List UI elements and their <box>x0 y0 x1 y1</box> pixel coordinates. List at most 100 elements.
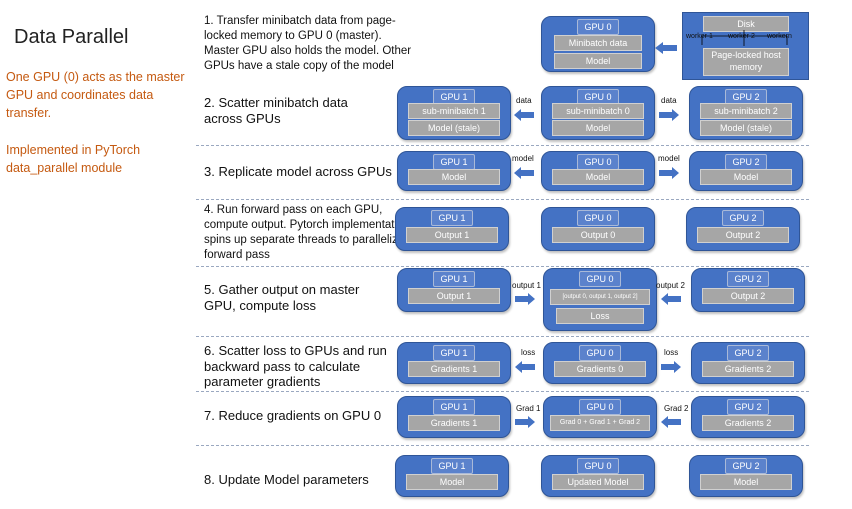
gpu2-box: GPU 2 Gradients 2 <box>691 342 805 384</box>
output-block: Output 1 <box>408 288 500 304</box>
left-arrow-icon <box>661 293 681 305</box>
master-note: One GPU (0) acts as the master GPU and c… <box>6 70 185 120</box>
updated-model-block: Updated Model <box>552 474 644 490</box>
gpu1-box: GPU 1 Gradients 1 <box>397 342 511 384</box>
gpu0-box: GPU 0 Output 0 <box>541 207 655 251</box>
arrow-label: loss <box>664 348 679 357</box>
gpu-label: GPU 0 <box>577 154 619 170</box>
left-arrow-icon <box>514 167 534 179</box>
left-arrow-icon <box>515 361 535 373</box>
arrow-label: output 2 <box>656 281 685 290</box>
gpu0-box: GPU 0 Updated Model <box>541 455 655 497</box>
gpu-label: GPU 0 <box>579 399 621 415</box>
gpu-label: GPU 2 <box>725 458 767 474</box>
loss-block: Loss <box>556 308 644 324</box>
step-2-text: 2. Scatter minibatch data across GPUs <box>204 95 348 126</box>
worker-label: worker 1 <box>686 33 713 40</box>
arrow-label: data <box>516 96 532 105</box>
gpu-label: GPU 0 <box>577 19 619 35</box>
gpu0-box: GPU 0 Model <box>541 151 655 191</box>
gpu1-box: GPU 1 Model <box>397 151 511 191</box>
arrow-label: model <box>512 154 534 163</box>
gpu-label: GPU 1 <box>431 458 473 474</box>
gradients-block: Gradients 1 <box>408 415 500 431</box>
separator <box>196 145 809 146</box>
model-block: Model <box>700 169 792 185</box>
step-4-text: 4. Run forward pass on each GPU, compute… <box>204 204 410 261</box>
model-block: Model <box>552 169 644 185</box>
gpu2-box: GPU 2 sub-minibatch 2 Model (stale) <box>689 86 803 140</box>
gpu2-box: GPU 2 Model <box>689 455 803 497</box>
impl-note: Implemented in PyTorch data_parallel mod… <box>6 143 141 175</box>
page-locked-memory: Page-locked host memory <box>703 48 789 76</box>
gradients-block: Gradients 1 <box>408 361 500 377</box>
worker-label: workern <box>767 33 792 40</box>
gradients-block: Gradients 2 <box>702 415 794 431</box>
output-block: Output 0 <box>552 227 644 243</box>
gpu-label: GPU 2 <box>722 210 764 226</box>
right-arrow-icon <box>515 293 535 305</box>
arrow-label: output 1 <box>512 281 541 290</box>
gpu2-box: GPU 2 Output 2 <box>686 207 800 251</box>
model-block: Model <box>554 53 642 69</box>
disk-box: Disk worker 1 worker 2 workern Page-lock… <box>682 12 809 80</box>
separator <box>196 391 809 392</box>
gpu1-box: GPU 1 Model <box>395 455 509 497</box>
page-title: Data Parallel <box>14 26 129 48</box>
gpu1-box: GPU 1 Output 1 <box>397 268 511 312</box>
gpu-label: GPU 0 <box>579 345 621 361</box>
model-block: Model (stale) <box>700 120 792 136</box>
gpu1-box: GPU 1 Gradients 1 <box>397 396 511 438</box>
gpu-label: GPU 1 <box>431 210 473 226</box>
sub-minibatch: sub-minibatch 2 <box>700 103 792 119</box>
arrow-label: loss <box>521 348 536 357</box>
right-arrow-icon <box>661 361 681 373</box>
gpu-label: GPU 1 <box>433 154 475 170</box>
gpu0-box: GPU 0 Grad 0 + Grad 1 + Grad 2 <box>543 396 657 438</box>
left-arrow-icon <box>655 42 677 54</box>
left-arrow-icon <box>514 109 534 121</box>
gpu-label: GPU 1 <box>433 399 475 415</box>
model-block: Model <box>408 169 500 185</box>
arrow-label: Grad 2 <box>664 404 689 413</box>
arrow-label: data <box>661 96 677 105</box>
gpu0-box: GPU 0 [output 0, output 1, output 2] Los… <box>543 268 657 331</box>
left-arrow-icon <box>661 416 681 428</box>
gpu2-box: GPU 2 Gradients 2 <box>691 396 805 438</box>
gpu0-box: GPU 0 Gradients 0 <box>543 342 657 384</box>
minibatch-data: Minibatch data <box>554 35 642 51</box>
reduced-gradients: Grad 0 + Grad 1 + Grad 2 <box>550 415 650 431</box>
gpu-label: GPU 0 <box>577 210 619 226</box>
gpu1-box: GPU 1 sub-minibatch 1 Model (stale) <box>397 86 511 140</box>
step-5-text: 5. Gather output on master GPU, compute … <box>204 282 360 313</box>
model-block: Model <box>700 474 792 490</box>
gathered-outputs: [output 0, output 1, output 2] <box>550 289 650 305</box>
separator <box>196 336 809 337</box>
disk-label: Disk <box>703 16 789 32</box>
model-block: Model <box>406 474 498 490</box>
gpu-label: GPU 2 <box>727 345 769 361</box>
gpu-label: GPU 2 <box>727 271 769 287</box>
right-arrow-icon <box>659 167 679 179</box>
right-arrow-icon <box>659 109 679 121</box>
separator <box>196 199 809 200</box>
worker-label: worker 2 <box>728 33 755 40</box>
gradients-block: Gradients 2 <box>702 361 794 377</box>
arrow-label: Grad 1 <box>516 404 541 413</box>
step-3-text: 3. Replicate model across GPUs <box>204 164 392 179</box>
step-1-text: 1. Transfer minibatch data from page-loc… <box>204 15 412 72</box>
gpu-label: GPU 2 <box>727 399 769 415</box>
right-arrow-icon <box>515 416 535 428</box>
gpu-label: GPU 1 <box>433 345 475 361</box>
output-block: Output 1 <box>406 227 498 243</box>
gpu-label: GPU 0 <box>579 271 621 287</box>
step-8-text: 8. Update Model parameters <box>204 472 369 487</box>
step-6-text: 6. Scatter loss to GPUs and run backward… <box>204 343 387 389</box>
output-block: Output 2 <box>702 288 794 304</box>
worker-arrows <box>701 30 788 46</box>
gpu2-box: GPU 2 Model <box>689 151 803 191</box>
step-7-text: 7. Reduce gradients on GPU 0 <box>204 408 382 423</box>
arrow-label: model <box>658 154 680 163</box>
gradients-block: Gradients 0 <box>554 361 646 377</box>
sub-minibatch: sub-minibatch 1 <box>408 103 500 119</box>
